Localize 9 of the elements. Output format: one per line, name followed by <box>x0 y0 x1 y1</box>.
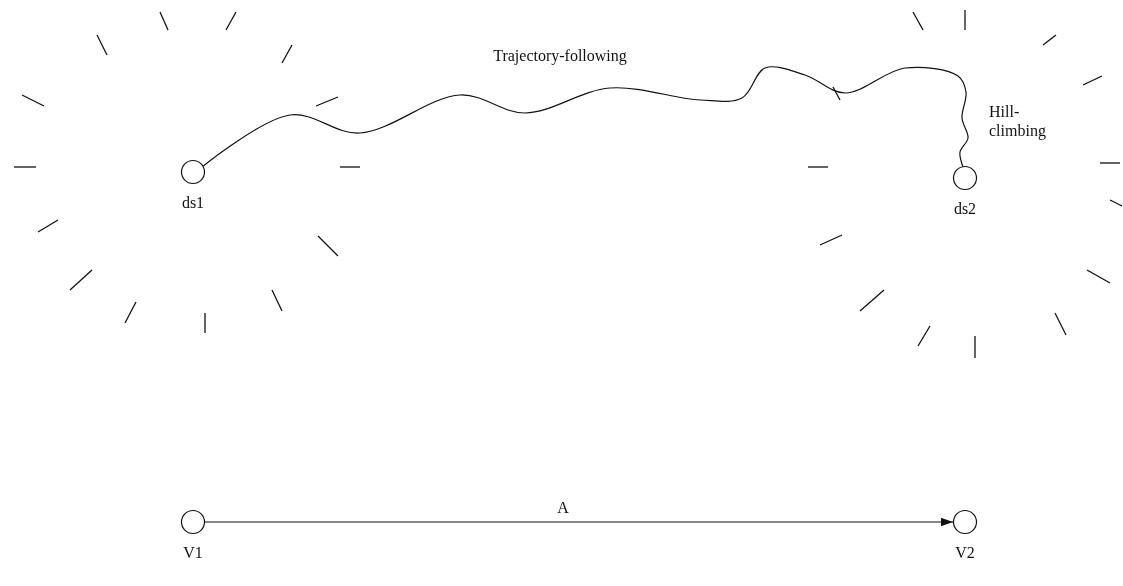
node-label: V2 <box>955 545 975 561</box>
edge-label: A <box>555 500 571 516</box>
node-label: V1 <box>183 545 203 561</box>
node-label: ds1 <box>181 195 205 211</box>
node-label: ds2 <box>953 201 977 217</box>
connector-line <box>202 66 969 167</box>
text-label: Hill-climbing <box>989 102 1047 141</box>
edge-label: Trajectory-following <box>491 48 629 64</box>
arrow <box>204 517 954 527</box>
